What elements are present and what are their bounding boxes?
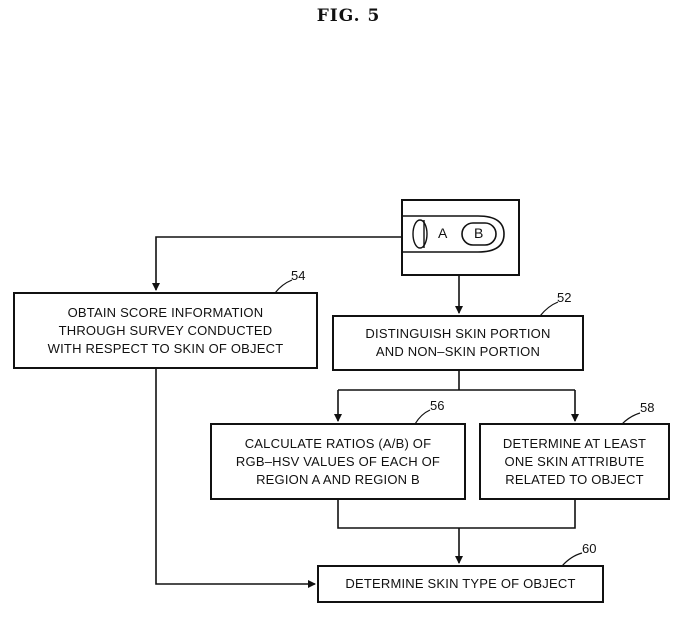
ref-56-leader [414,409,431,425]
figure-title: FIG. 5 [316,6,381,26]
region-b-label: B [474,225,484,241]
skintype-box [317,565,604,603]
ratios-box-text: CALCULATE RATIOS (A/B) OF RGB–HSV VALUES… [235,435,441,487]
distinguish-box [332,315,584,371]
finger-nail-lines-icon [412,219,428,249]
region-b-outline [461,222,497,246]
ref-label-56: 56 [430,398,445,413]
survey-box [13,292,318,369]
connector-image-to-survey [152,236,402,291]
finger-outline [402,215,505,253]
skin-image-box [401,199,520,276]
ref-58-leader [621,412,641,425]
ref-60-leader [561,552,583,567]
distinguish-box-text: DISTINGUISH SKIN PORTION AND NON–SKIN PO… [365,326,551,359]
skintype-box-text: DETERMINE SKIN TYPE OF OBJECT [345,576,576,591]
connector-merge [337,499,576,529]
ref-label-60: 60 [582,541,597,556]
ref-52-leader [539,301,559,317]
region-a-label: A [438,225,448,241]
ref-label-58: 58 [640,400,655,415]
ref-54-leader [274,279,293,294]
attribute-box-text: DETERMINE AT LEAST ONE SKIN ATTRIBUTE RE… [502,435,647,487]
survey-box-text: OBTAIN SCORE INFORMATION THROUGH SURVEY … [47,304,284,356]
ref-label-52: 52 [557,290,572,305]
connector-survey-to-skintype [155,368,316,588]
ref-label-54: 54 [291,268,306,283]
